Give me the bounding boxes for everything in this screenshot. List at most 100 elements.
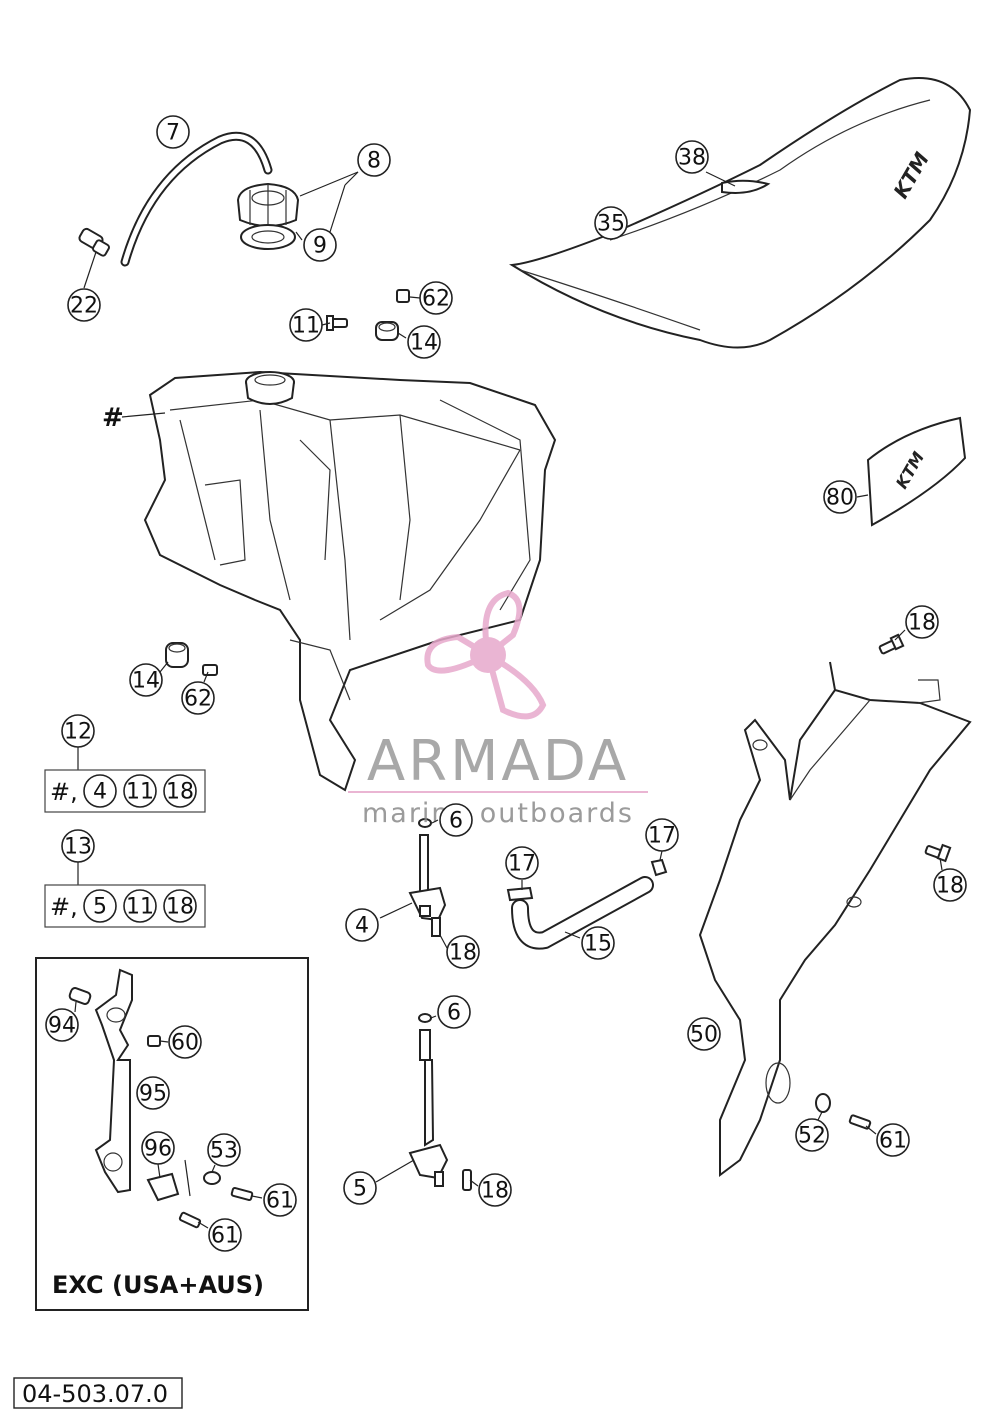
leader-line-52 — [817, 1111, 823, 1121]
callout-circle-4 — [345, 908, 379, 942]
screw-18-tap5 — [462, 1169, 472, 1191]
leader-line-14 — [397, 332, 407, 339]
callout-number-62: 62 — [422, 287, 450, 312]
callout-number-95: 95 — [139, 1082, 167, 1107]
kit-number-text-12: 12 — [64, 720, 92, 745]
callout-circle-17 — [505, 846, 539, 880]
callout-number-96: 96 — [144, 1137, 172, 1162]
callout-17: 17 — [505, 846, 539, 880]
leader-line-6 — [431, 819, 439, 824]
kit-13-item-18: 18 — [163, 889, 197, 923]
callout-number-61: 61 — [879, 1129, 907, 1154]
kit-12-item-18: 18 — [163, 774, 197, 808]
leader-line-62 — [409, 296, 421, 299]
callout-circle-6 — [437, 995, 471, 1029]
fuel-cap — [236, 182, 300, 230]
callout-circle-62 — [181, 681, 215, 715]
callout-4: 4 — [345, 908, 379, 942]
callout-number-5: 5 — [353, 1177, 367, 1202]
kit-12-item-circle-18 — [163, 774, 197, 808]
callout-80: 80 — [823, 480, 857, 514]
callout-6: 6 — [439, 803, 473, 837]
leader-line-61 — [197, 1221, 209, 1229]
callout-circle-9 — [303, 228, 337, 262]
kit-12-item-text-4: 4 — [93, 780, 107, 805]
washer-52 — [815, 1093, 831, 1113]
screw-61-spoiler — [848, 1114, 872, 1130]
leader-line-15 — [564, 931, 581, 939]
inset-caption: EXC (USA+AUS) — [52, 1271, 264, 1299]
callout-number-38: 38 — [678, 146, 706, 171]
watermark-tagline: marine outboards — [362, 798, 634, 829]
tank-hash-label: # — [102, 403, 124, 433]
callout-61: 61 — [876, 1123, 910, 1157]
leader-line-17 — [659, 850, 663, 861]
leader-line-4 — [379, 902, 413, 919]
decal-sticker: KTM — [866, 416, 967, 527]
watermark-brand: ARMADA — [367, 729, 629, 794]
kit-12-item-text-11: 11 — [126, 780, 154, 805]
callout-circle-18 — [478, 1173, 512, 1207]
callout-circle-8 — [357, 143, 391, 177]
leader-lines — [74, 171, 943, 1229]
kit-13-item-11: 11 — [123, 889, 157, 923]
propeller-logo-icon — [424, 589, 547, 720]
leader-line-61 — [865, 1125, 877, 1135]
leader-line-53 — [211, 1164, 216, 1173]
callout-circle-50 — [687, 1017, 721, 1051]
callout-62: 62 — [419, 281, 453, 315]
kit-13-hash: #, — [50, 893, 78, 921]
callout-number-18: 18 — [936, 874, 964, 899]
leader-line-18 — [439, 934, 448, 949]
callout-circle-11 — [289, 308, 323, 342]
hose-clamp-17-right — [650, 858, 668, 877]
callout-18: 18 — [905, 605, 939, 639]
callout-18: 18 — [478, 1173, 512, 1207]
leader-line-22 — [83, 251, 97, 289]
callout-14: 14 — [129, 663, 163, 697]
callout-35: 35 — [594, 206, 628, 240]
rubber-bushing-14 — [375, 321, 399, 341]
fuel-tap-5 — [408, 1013, 449, 1187]
callout-94: 94 — [45, 1008, 79, 1042]
callout-number-94: 94 — [48, 1014, 76, 1039]
leader-line-6 — [430, 1015, 437, 1019]
fuel-tap-4 — [408, 818, 447, 937]
callout-circle-15 — [581, 926, 615, 960]
leader-line-18 — [894, 629, 906, 641]
callout-number-17: 17 — [648, 824, 676, 849]
callout-number-8: 8 — [367, 149, 381, 174]
callout-number-61: 61 — [266, 1189, 294, 1214]
callout-number-35: 35 — [597, 212, 625, 237]
callout-53: 53 — [207, 1133, 241, 1167]
callout-61: 61 — [263, 1183, 297, 1217]
leader-line-38 — [705, 171, 736, 187]
leader-line-18 — [939, 857, 943, 871]
callout-17: 17 — [645, 818, 679, 852]
callout-number-11: 11 — [292, 314, 320, 339]
callout-38: 38 — [675, 140, 709, 174]
callout-circle-22 — [67, 288, 101, 322]
leader-line-96 — [157, 1163, 161, 1179]
kit-13-item-text-18: 18 — [166, 895, 194, 920]
callout-52: 52 — [795, 1118, 829, 1152]
armada-watermark: ARMADA marine outboards — [348, 589, 648, 829]
callout-9: 9 — [303, 228, 337, 262]
callout-circle-61 — [263, 1183, 297, 1217]
callout-circle-6 — [439, 803, 473, 837]
callout-8: 8 — [357, 143, 391, 177]
leader-line-11 — [321, 322, 331, 326]
callout-circle-95 — [136, 1076, 170, 1110]
kit-13-item-circle-11 — [123, 889, 157, 923]
callout-14: 14 — [407, 325, 441, 359]
callout-circle-38 — [675, 140, 709, 174]
leader-line-9 — [295, 231, 303, 241]
callout-15: 15 — [581, 926, 615, 960]
callout-circle-14 — [129, 663, 163, 697]
callout-number-7: 7 — [166, 121, 180, 146]
kit-12-item-circle-4 — [83, 774, 117, 808]
callout-number-22: 22 — [70, 294, 98, 319]
kit-13-item-text-11: 11 — [126, 895, 154, 920]
